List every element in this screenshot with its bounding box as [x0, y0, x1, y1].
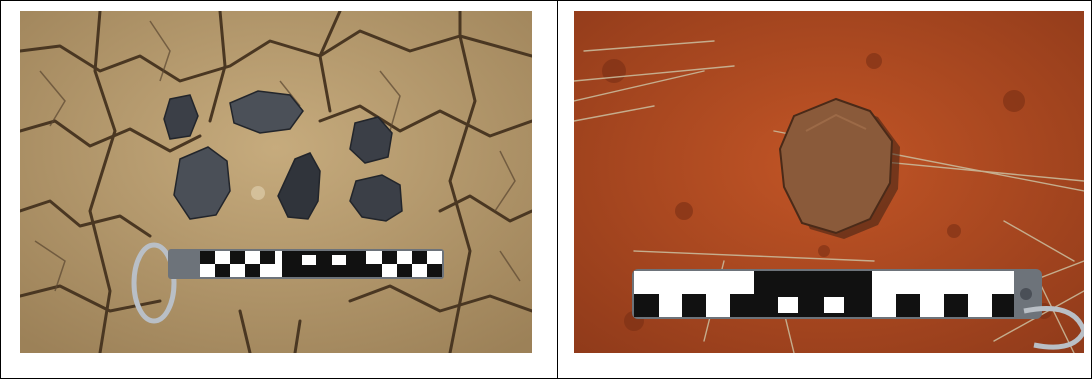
carabiner-clip: [131, 242, 177, 324]
photo-lithics-svg: [20, 11, 532, 353]
fine-cracks: [34, 20, 521, 292]
lithic-artifacts: [163, 90, 403, 222]
carabiner-clip: [1023, 306, 1084, 350]
lithic-stone: [163, 94, 199, 140]
lithic-stone: [349, 174, 403, 222]
scale-bar: [632, 269, 1042, 319]
pebble: [251, 186, 265, 200]
sherd-highlight: [805, 113, 867, 132]
soil-clumps: [602, 53, 1052, 331]
photo-sherd-on-red-soil: [574, 11, 1084, 353]
lithic-stone: [349, 116, 393, 164]
lithic-stone: [277, 152, 321, 220]
mud-cracks: [20, 11, 532, 353]
panel-right-cell: [557, 0, 1092, 379]
photo-sherd-svg: [574, 11, 1084, 353]
scale-bar: [168, 249, 444, 279]
lithic-stone: [229, 90, 304, 134]
scale-hole: [1020, 288, 1032, 300]
photo-lithics-on-cracked-mud: [20, 11, 532, 353]
lithic-stone: [173, 146, 231, 220]
pottery-sherd: [778, 97, 894, 235]
panel-left-cell: [0, 0, 558, 379]
